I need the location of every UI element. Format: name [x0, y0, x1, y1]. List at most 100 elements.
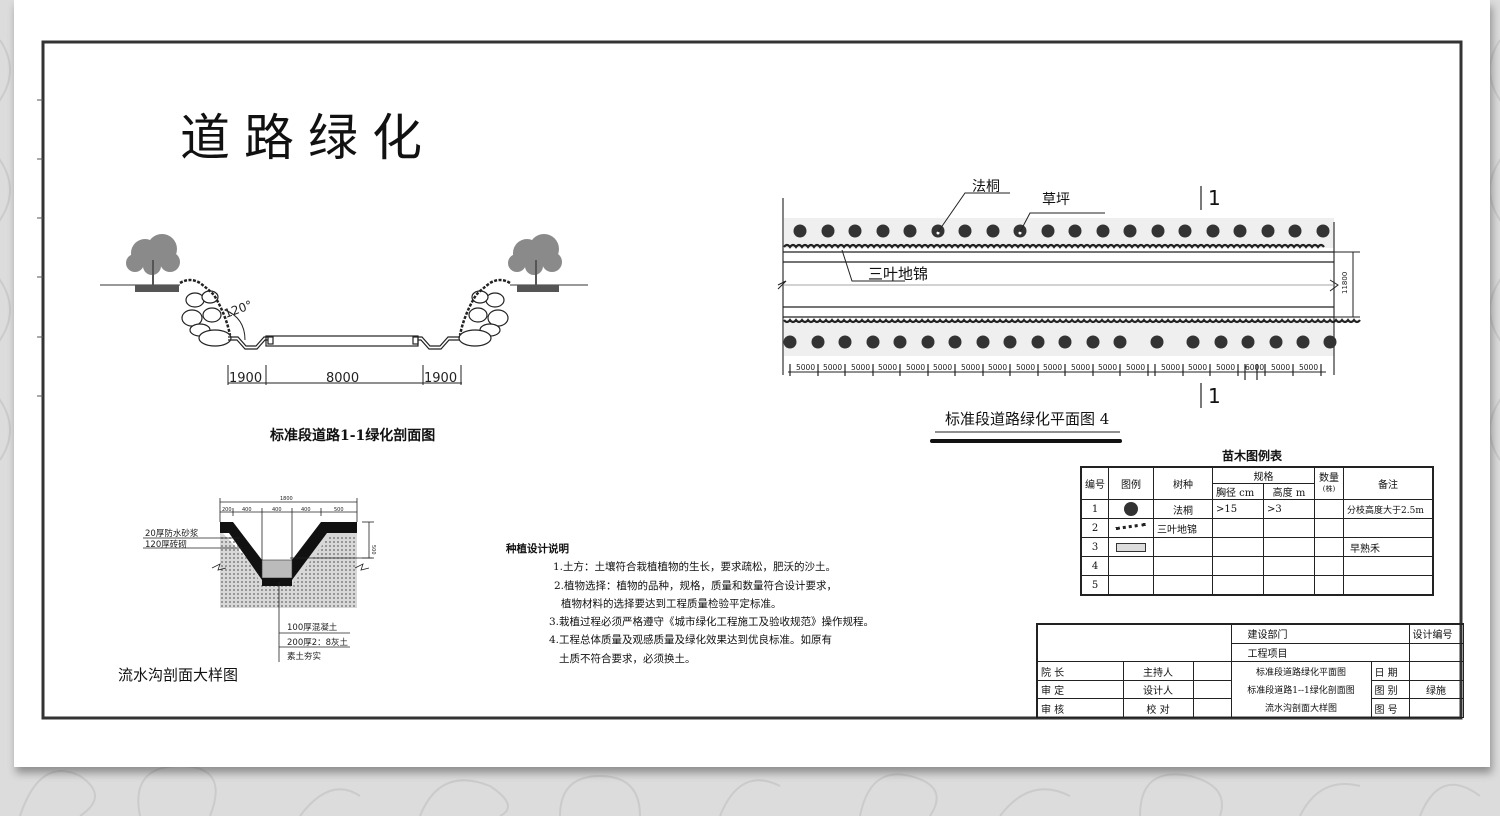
- legend-row: 1 法桐 >15 >3 分枝高度大于2.5m: [1080, 499, 1434, 519]
- svg-text:1900: 1900: [229, 371, 262, 386]
- title-block: 建设部门 设计编号 工程项目 院 长 主持人 标准段道路绿化平面图 日 期 审 …: [1036, 623, 1464, 718]
- ivy-row-top: [783, 243, 1325, 249]
- legend-header-spec: 规格: [1212, 466, 1315, 484]
- stone-slope-left: [181, 290, 232, 347]
- ditch-overall-dimension: 1800: [280, 496, 293, 502]
- plan-view-caption: 标准段道路绿化平面图 4: [945, 410, 1110, 428]
- title-block-date-label: 日 期: [1370, 661, 1410, 681]
- svg-text:5000: 5000: [1271, 363, 1290, 372]
- svg-text:5000: 5000: [906, 363, 925, 372]
- legend-table-title: 苗木图例表: [1222, 449, 1283, 463]
- ivy-row-bottom: [783, 318, 1361, 324]
- title-block-category-label: 图 别: [1370, 679, 1410, 700]
- title-block-project: 工程项目: [1230, 642, 1410, 663]
- svg-text:400: 400: [272, 507, 282, 513]
- road-width-dimension: 11800: [1341, 272, 1349, 294]
- title-block-sheet-title: 标准段道路1--1绿化剖面图: [1230, 680, 1372, 699]
- tree-pit-right: [517, 285, 559, 292]
- legend-row: 2 三叶地锦: [1080, 518, 1434, 538]
- title-block-host: 主持人: [1122, 661, 1194, 681]
- leader-tree: [937, 192, 1010, 233]
- ivy-symbol-icon: [1115, 522, 1147, 534]
- svg-text:5000: 5000: [1188, 363, 1207, 372]
- planting-note-line: 2.植物选择：植物的品种，规格，质量和数量符合设计要求，: [554, 579, 838, 592]
- ditch-section-detail: 1800 200 400 400 400 500 500 20厚防水砂浆 120…: [143, 496, 376, 662]
- svg-text:20厚防水砂浆: 20厚防水砂浆: [145, 528, 199, 539]
- planting-note-line: 1.土方：土壤符合栽植植物的生长，要求疏松，肥沃的沙土。: [553, 561, 837, 574]
- legend-header-qty: 数量(株): [1314, 466, 1344, 500]
- ditch-detail-caption: 流水沟剖面大样图: [118, 666, 239, 684]
- tree-pit-left: [135, 285, 179, 292]
- svg-text:8000: 8000: [326, 371, 359, 386]
- svg-text:5000: 5000: [823, 363, 842, 372]
- svg-text:500: 500: [370, 545, 376, 555]
- title-block-construction-dept: 建设部门: [1230, 623, 1410, 644]
- svg-text:5000: 5000: [851, 363, 870, 372]
- section-dimensions: 1900 8000 1900: [229, 371, 457, 386]
- leader-ivy: [841, 249, 905, 282]
- angle-label: 120°: [222, 298, 254, 321]
- legend-header-no: 编号: [1080, 466, 1109, 500]
- legend-header-dbh: 胸径 cm: [1212, 483, 1264, 500]
- tree-row-bottom: [783, 335, 1337, 349]
- svg-text:100厚混凝土: 100厚混凝土: [287, 622, 338, 633]
- road-plan-view: 11800 5000 5000 5000 5000 5000 5000 5000…: [777, 186, 1361, 443]
- drawing-main-title: 道路绿化: [180, 109, 436, 167]
- svg-text:6000: 6000: [1245, 363, 1264, 372]
- title-block-review: 审 核: [1036, 698, 1124, 718]
- plan-label-grass: 草坪: [1042, 192, 1070, 208]
- title-block-design-no: 设计编号: [1408, 623, 1464, 644]
- title-block-designer: 设计人: [1122, 679, 1194, 700]
- svg-text:素土夯实: 素土夯实: [287, 651, 321, 662]
- legend-header-height: 高度 m: [1263, 483, 1315, 500]
- svg-text:5000: 5000: [933, 363, 952, 372]
- title-block-dean: 院 长: [1036, 661, 1124, 681]
- svg-text:5000: 5000: [1216, 363, 1235, 372]
- legend-header-species: 树种: [1153, 466, 1213, 500]
- svg-text:5000: 5000: [961, 363, 980, 372]
- svg-text:5000: 5000: [1043, 363, 1062, 372]
- lawn-symbol-icon: [1116, 542, 1146, 552]
- svg-text:5000: 5000: [1098, 363, 1117, 372]
- tree-right-icon: [508, 234, 562, 285]
- leader-grass: [1019, 212, 1105, 233]
- legend-header-symbol: 图例: [1108, 466, 1154, 500]
- drawing-border: [41, 40, 1463, 720]
- planting-notes: 种植设计说明 1.土方：土壤符合栽植植物的生长，要求疏松，肥沃的沙土。 2.植物…: [506, 540, 874, 668]
- svg-text:5000: 5000: [1161, 363, 1180, 372]
- svg-text:400: 400: [301, 507, 311, 513]
- title-block-approve: 审 定: [1036, 679, 1124, 700]
- legend-row: 3 早熟禾: [1080, 537, 1434, 557]
- svg-text:1900: 1900: [424, 371, 457, 386]
- planting-note-line: 4.工程总体质量及观感质量及绿化效果达到优良标准。如原有: [549, 634, 833, 647]
- svg-text:5000: 5000: [1071, 363, 1090, 372]
- svg-text:5000: 5000: [1299, 363, 1318, 372]
- section-mark-top: 1: [1208, 186, 1221, 210]
- section-view-caption: 标准段道路1-1绿化剖面图: [270, 428, 436, 444]
- planting-note-line: 3.栽植过程必须严格遵守《城市绿化工程施工及验收规范》操作规程。: [549, 616, 875, 629]
- road-section-view: 120° 1900 8000 1900: [100, 234, 588, 386]
- section-mark-bottom: 1: [1208, 384, 1221, 408]
- svg-text:5000: 5000: [796, 363, 815, 372]
- svg-text:200厚2：8灰土: 200厚2：8灰土: [287, 637, 349, 648]
- svg-text:5000: 5000: [1126, 363, 1145, 372]
- svg-text:5000: 5000: [878, 363, 897, 372]
- title-block-category-value: 绿施: [1408, 679, 1464, 700]
- svg-text:5000: 5000: [988, 363, 1007, 372]
- tree-symbol-icon: [1124, 502, 1138, 516]
- plan-label-tree: 法桐: [972, 179, 1000, 195]
- svg-text:400: 400: [242, 507, 252, 513]
- planting-notes-heading: 种植设计说明: [506, 543, 569, 555]
- stone-slope-right: [458, 290, 509, 347]
- legend-header-remarks: 备注: [1343, 466, 1434, 500]
- svg-text:500: 500: [334, 507, 344, 513]
- title-block-sheet-title: 标准段道路绿化平面图: [1230, 661, 1372, 681]
- legend-row: 4: [1080, 556, 1434, 576]
- legend-row: 5: [1080, 575, 1434, 596]
- svg-text:120厚砖砌: 120厚砖砌: [145, 539, 187, 550]
- title-block-sheet-title: 流水沟剖面大样图: [1230, 698, 1372, 718]
- title-block-checker: 校 对: [1122, 698, 1194, 718]
- planting-note-line: 土质不符合要求，必须换土。: [559, 652, 696, 665]
- tree-left-icon: [126, 234, 180, 285]
